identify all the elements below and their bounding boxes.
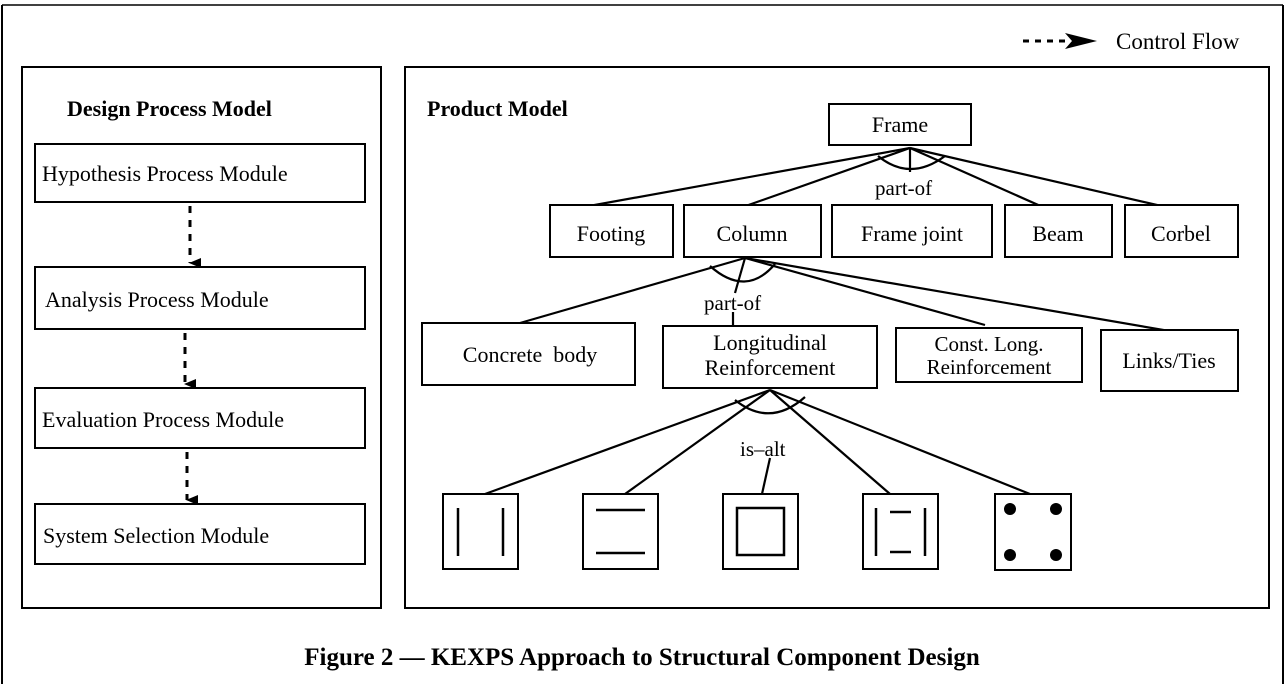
node-beam-box [1004, 204, 1113, 258]
node-footing-box [549, 204, 674, 258]
product-model-title: Product Model [427, 96, 568, 121]
node-frame-label: Frame [872, 112, 928, 137]
reinforcement-relation-label: is–alt [740, 437, 786, 461]
frame-relation-label: part-of [875, 176, 932, 200]
module-box-evaluation [34, 387, 366, 449]
product-model-frame [404, 66, 1270, 609]
reinforcement-is-alt-arc [734, 396, 806, 415]
design-process-panel: Design Process Model Hypothesis Process … [21, 66, 382, 609]
node-const-long-reinforcement-label-line2: Reinforcement [927, 355, 1052, 379]
square-ring-bars-icon [722, 493, 799, 570]
node-const-long-reinforcement-box [895, 327, 1083, 383]
node-beam-label: Beam [1032, 221, 1083, 246]
module-label-hypothesis: Hypothesis Process Module [42, 161, 288, 186]
node-frame-joint-box [831, 204, 993, 258]
module-label-system-selection: System Selection Module [43, 523, 269, 548]
figure-caption: Figure 2 — KEXPS Approach to Structural … [304, 644, 980, 671]
bracket-bars-icon [862, 493, 939, 570]
node-frame-joint-label: Frame joint [861, 221, 963, 246]
legend-label: Control Flow [1116, 29, 1240, 54]
node-corbel-label: Corbel [1151, 221, 1211, 246]
module-label-evaluation: Evaluation Process Module [42, 407, 284, 432]
frame-part-of-arc [877, 155, 946, 170]
reinforcement-is-alt-edges [484, 388, 1031, 496]
node-links-ties-label: Links/Ties [1122, 348, 1215, 373]
column-part-of-arc [709, 263, 776, 283]
two-side-horizontal-bars-icon [582, 493, 659, 570]
node-concrete-body-label: Concrete body [463, 342, 597, 367]
legend: Control Flow [1023, 29, 1240, 54]
two-side-vertical-bars-icon [442, 493, 519, 570]
product-model-panel: Product Model part-of part-of [404, 66, 1270, 609]
design-process-frame [21, 66, 382, 609]
module-label-analysis: Analysis Process Module [45, 287, 269, 312]
node-column-box [683, 204, 822, 258]
node-longitudinal-reinforcement-label-line2: Reinforcement [705, 355, 836, 380]
module-box-analysis [34, 266, 366, 330]
node-corbel-box [1124, 204, 1239, 258]
module-box-system-selection [34, 503, 366, 565]
node-frame-box [828, 103, 972, 146]
four-corner-bars-icon [994, 493, 1072, 571]
legend-arrow-icon [1065, 33, 1097, 49]
frame-part-of-edges [577, 146, 1171, 210]
node-const-long-reinforcement-label-line1: Const. Long. [934, 332, 1043, 356]
node-column-label: Column [717, 221, 788, 246]
design-process-title: Design Process Model [67, 96, 272, 121]
node-concrete-body-box [421, 322, 636, 386]
node-longitudinal-reinforcement-box [662, 325, 878, 389]
column-part-of-edges [519, 256, 1176, 334]
column-relation-label: part-of [704, 291, 761, 315]
node-longitudinal-reinforcement-label-line1: Longitudinal [713, 330, 827, 355]
module-box-hypothesis [34, 143, 366, 203]
node-footing-label: Footing [577, 221, 645, 246]
node-links-ties-box [1100, 329, 1239, 392]
